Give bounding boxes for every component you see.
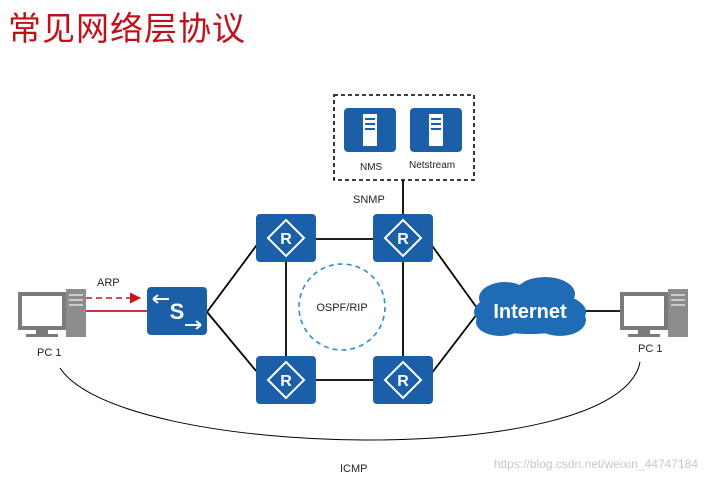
ospf-label: OSPF/RIP xyxy=(316,302,367,314)
netstream-label: Netstream xyxy=(409,160,455,171)
nms-label: NMS xyxy=(360,162,383,173)
internet-label: Internet xyxy=(493,301,567,323)
switch-icon: S xyxy=(147,287,207,335)
ospf-area-ring xyxy=(298,263,386,351)
pc-right-label: PC 1 xyxy=(638,343,662,355)
page-title: 常见网络层协议 xyxy=(8,9,246,48)
netstream-server-icon xyxy=(410,108,462,152)
pc-left-icon xyxy=(18,289,86,337)
pc-left-label: PC 1 xyxy=(37,347,61,359)
router-glyph: R xyxy=(397,231,409,248)
management-group-box xyxy=(333,94,475,181)
nms-server-icon xyxy=(344,108,396,152)
router-glyph: R xyxy=(280,231,292,248)
router-glyph: R xyxy=(397,373,409,390)
router-top-left-icon: R xyxy=(256,214,316,262)
router-top-right-icon: R xyxy=(373,214,433,262)
icmp-path xyxy=(59,361,641,441)
router-glyph: R xyxy=(280,373,292,390)
network-links xyxy=(206,180,620,381)
internet-cloud-icon: Internet xyxy=(474,277,586,336)
icmp-label: ICMP xyxy=(340,463,368,475)
snmp-label: SNMP xyxy=(353,194,385,206)
arp-label: ARP xyxy=(97,277,120,289)
router-bottom-left-icon: R xyxy=(256,356,316,404)
switch-glyph: S xyxy=(170,299,185,324)
router-bottom-right-icon: R xyxy=(373,356,433,404)
pc-right-icon xyxy=(620,289,688,337)
watermark: https://blog.csdn.net/weixin_44747184 xyxy=(494,457,698,471)
